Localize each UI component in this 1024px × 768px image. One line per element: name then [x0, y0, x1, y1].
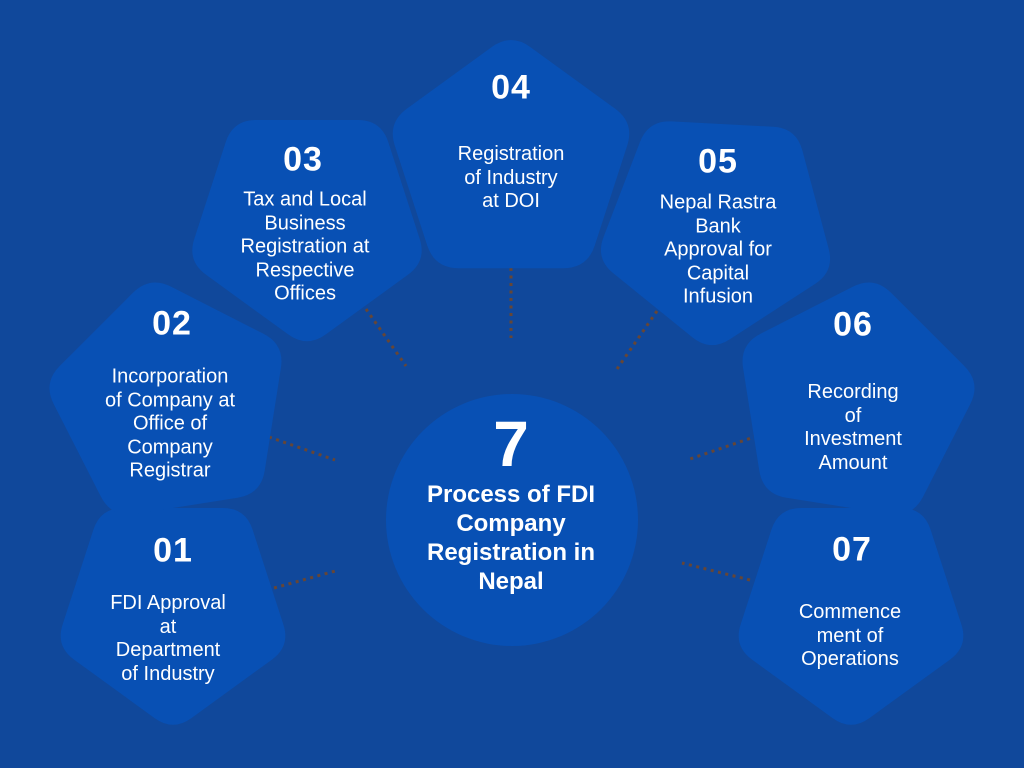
step-number-05: 05 [698, 142, 738, 181]
step-number-03: 03 [283, 140, 323, 179]
center-step-count: 7 [493, 408, 529, 480]
step-label-03: Tax and Local Business Registration at R… [240, 188, 370, 305]
step-label-07: Commence ment of Operations [798, 600, 902, 670]
step-label-06: Recording of Investment Amount [804, 381, 902, 474]
connector-line-07 [681, 561, 751, 582]
center-circle [386, 394, 638, 646]
step-number-06: 06 [833, 305, 873, 344]
step-number-02: 02 [152, 304, 192, 343]
step-number-01: 01 [153, 531, 193, 570]
step-number-04: 04 [491, 68, 531, 107]
step-label-04: Registration of Industry at DOI [457, 142, 565, 212]
connector-line-01 [273, 568, 340, 590]
step-label-02: Incorporation of Company at Office of Co… [104, 365, 236, 482]
step-number-07: 07 [832, 530, 872, 569]
connector-line-05 [615, 310, 659, 370]
connector-line-03 [364, 308, 408, 367]
center-title: Process of FDI Company Registration in N… [426, 481, 596, 595]
step-label-01: FDI Approval at Department of Industry [110, 592, 226, 685]
step-label-05: Nepal Rastra Bank Approval for Capital I… [659, 191, 777, 308]
